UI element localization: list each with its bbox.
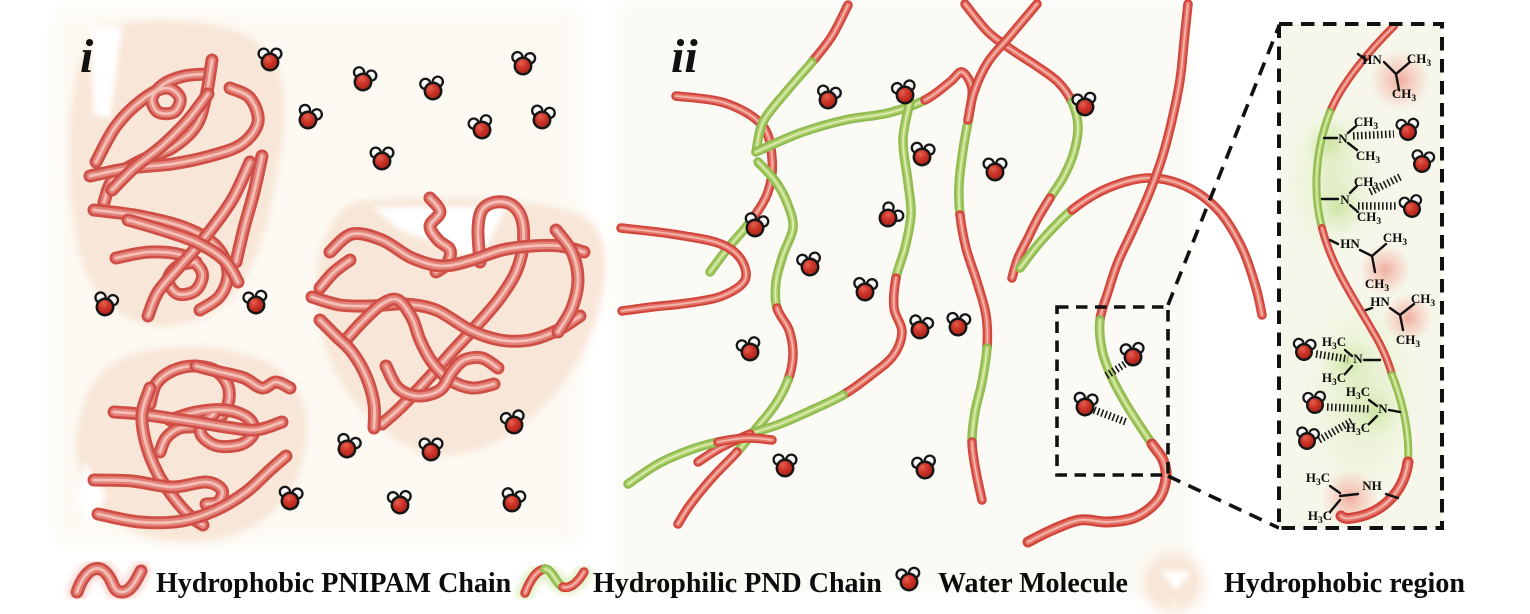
svg-text:NH: NH [1362, 478, 1382, 493]
svg-text:HN: HN [1340, 236, 1360, 251]
svg-text:Hydrophobic PNIPAM Chain: Hydrophobic PNIPAM Chain [156, 568, 512, 599]
svg-text:Hydrophilic PND Chain: Hydrophilic PND Chain [593, 568, 882, 599]
svg-text:N: N [1340, 192, 1350, 207]
svg-text:i: i [80, 30, 94, 83]
svg-text:H3C: H3C [1346, 384, 1370, 402]
svg-text:HN: HN [1362, 52, 1382, 67]
svg-text:CH3: CH3 [1356, 148, 1381, 166]
svg-text:CH3: CH3 [1383, 230, 1408, 248]
svg-text:CH3: CH3 [1365, 276, 1390, 294]
svg-text:Hydrophobic region: Hydrophobic region [1224, 568, 1465, 599]
svg-text:ii: ii [671, 30, 698, 83]
svg-text:CH3: CH3 [1392, 86, 1417, 104]
svg-text:H3C: H3C [1306, 470, 1330, 488]
svg-text:N: N [1378, 401, 1388, 416]
svg-text:H3C: H3C [1308, 508, 1332, 526]
svg-text:CH3: CH3 [1354, 114, 1379, 132]
svg-text:HN: HN [1370, 294, 1390, 309]
svg-text:H3C: H3C [1322, 334, 1346, 352]
svg-text:H3C: H3C [1322, 370, 1346, 388]
svg-text:CH3: CH3 [1411, 291, 1436, 309]
svg-text:CH3: CH3 [1357, 209, 1382, 227]
svg-text:N: N [1353, 351, 1363, 366]
svg-text:N: N [1338, 131, 1348, 146]
svg-text:Water Molecule: Water Molecule [938, 568, 1128, 599]
svg-text:CH3: CH3 [1396, 332, 1421, 350]
svg-text:CH3: CH3 [1407, 51, 1432, 69]
